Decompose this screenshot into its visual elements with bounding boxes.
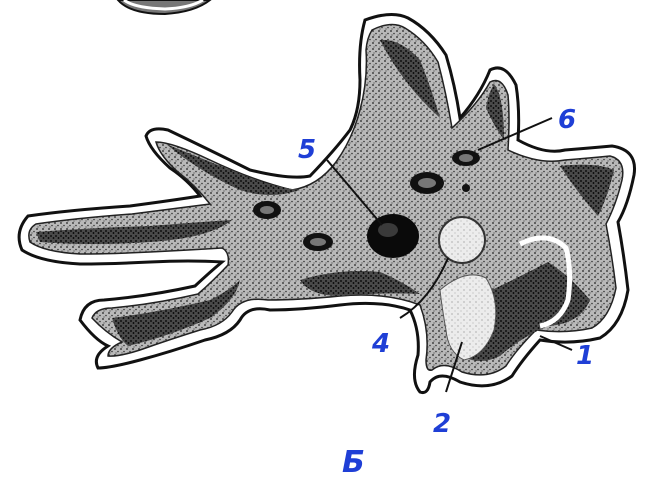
label-ectoplasm: 2 bbox=[433, 409, 451, 439]
label-outer-membrane: 1 bbox=[576, 341, 594, 371]
food-vacuole bbox=[260, 206, 274, 214]
label-food-vacuole: 6 bbox=[558, 105, 576, 135]
food-particle bbox=[462, 184, 470, 192]
food-vacuole bbox=[418, 178, 436, 188]
food-vacuole bbox=[310, 238, 326, 246]
label-nucleus: 5 bbox=[298, 135, 316, 165]
contractile-vacuole bbox=[439, 217, 485, 263]
label-contractile-vacuole: 4 bbox=[371, 329, 390, 359]
figure-letter: Б bbox=[342, 445, 365, 478]
food-vacuole bbox=[459, 154, 473, 162]
